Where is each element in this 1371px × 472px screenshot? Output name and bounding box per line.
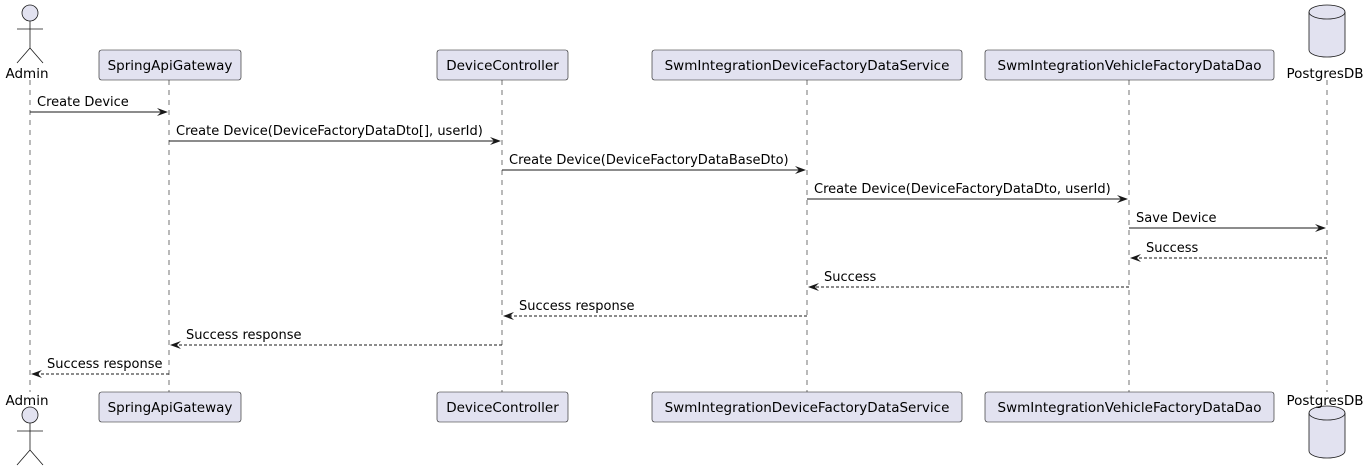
message-label: Success [824, 270, 877, 285]
message-label: Success response [519, 299, 635, 314]
participant-label: SwmIntegrationDeviceFactoryDataService [665, 400, 950, 416]
database-icon [1308, 405, 1346, 459]
participant-dao-top: SwmIntegrationVehicleFactoryDataDao [984, 49, 1275, 81]
message-1: Create Device [30, 95, 168, 116]
participant-label: DeviceController [446, 58, 559, 74]
participant-controller-top: DeviceController [436, 49, 569, 81]
participant-box [984, 49, 1275, 81]
participant-controller-bottom: DeviceController [436, 391, 569, 423]
message-label: Success [1146, 241, 1199, 256]
actor-head-icon [21, 406, 39, 424]
message-label: Success response [47, 357, 163, 372]
participants: AdminAdminSpringApiGatewaySpringApiGatew… [5, 4, 1364, 466]
lifelines [29, 80, 1328, 392]
arrowhead-icon [795, 166, 806, 174]
actor-admin-bottom: Admin [5, 393, 49, 466]
participant-label: SpringApiGateway [108, 400, 233, 416]
message-3: Create Device(DeviceFactoryDataBaseDto) [502, 153, 806, 174]
message-label: Success response [186, 328, 302, 343]
participant-label: Admin [5, 66, 48, 82]
message-label: Create Device(DeviceFactoryDataDto, user… [814, 182, 1111, 197]
database-rim [1308, 412, 1346, 421]
participant-label: SwmIntegrationVehicleFactoryDataDao [998, 400, 1262, 416]
participant-label: PostgresDB [1286, 66, 1363, 82]
arrowhead-icon [170, 341, 181, 349]
database-icon [1308, 4, 1346, 58]
message-label: Create Device(DeviceFactoryDataDto[], us… [176, 124, 483, 139]
actor-leg-right [29, 449, 44, 466]
participant-box [98, 391, 242, 423]
participant-dao-bottom: SwmIntegrationVehicleFactoryDataDao [984, 391, 1275, 423]
database-db-top: PostgresDB [1286, 4, 1364, 82]
participant-box [98, 49, 242, 81]
participant-gateway-bottom: SpringApiGateway [98, 391, 242, 423]
participant-service-bottom: SwmIntegrationDeviceFactoryDataService [651, 391, 963, 423]
message-label: Create Device(DeviceFactoryDataBaseDto) [509, 153, 789, 168]
participant-box [436, 49, 569, 81]
database-rim [1308, 11, 1346, 20]
actor-head-icon [21, 4, 39, 22]
participant-service-top: SwmIntegrationDeviceFactoryDataService [651, 49, 963, 81]
arrowhead-icon [1315, 224, 1326, 232]
participant-label: DeviceController [446, 400, 559, 416]
participant-box [984, 391, 1275, 423]
actor-leg-left [16, 47, 31, 64]
arrowhead-icon [808, 283, 819, 291]
message-5: Save Device [1129, 211, 1326, 232]
actor-leg-right [29, 47, 44, 64]
message-label: Save Device [1136, 211, 1217, 226]
participant-label: Admin [5, 393, 48, 409]
arrowhead-icon [503, 312, 514, 320]
arrowhead-icon [1117, 195, 1128, 203]
participant-label: PostgresDB [1286, 393, 1363, 409]
database-db-bottom: PostgresDB [1286, 393, 1364, 459]
arrowhead-icon [157, 108, 168, 116]
participant-gateway-top: SpringApiGateway [98, 49, 242, 81]
actor-admin-top: Admin [5, 4, 49, 82]
message-6: Success [1130, 241, 1327, 262]
participant-label: SpringApiGateway [108, 58, 233, 74]
participant-label: SwmIntegrationDeviceFactoryDataService [665, 58, 950, 74]
participant-label: SwmIntegrationVehicleFactoryDataDao [998, 58, 1262, 74]
message-4: Create Device(DeviceFactoryDataDto, user… [807, 182, 1128, 203]
message-10: Success response [31, 357, 169, 378]
message-9: Success response [170, 328, 502, 349]
arrowhead-icon [31, 370, 42, 378]
participant-box [651, 49, 963, 81]
arrowhead-icon [490, 137, 501, 145]
message-8: Success response [503, 299, 807, 320]
actor-leg-left [16, 449, 31, 466]
message-label: Create Device [37, 95, 129, 110]
participant-box [651, 391, 963, 423]
arrowhead-icon [1130, 254, 1141, 262]
participant-box [436, 391, 569, 423]
message-2: Create Device(DeviceFactoryDataDto[], us… [169, 124, 501, 145]
message-7: Success [808, 270, 1129, 291]
